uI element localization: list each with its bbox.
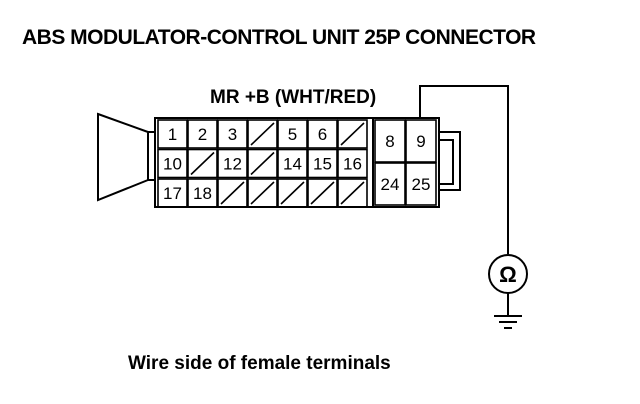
terminal-cell	[187, 178, 218, 208]
unused-terminal-slash	[250, 151, 275, 176]
terminal-cell	[307, 178, 338, 208]
terminal-cell	[157, 178, 188, 208]
terminal-cell	[217, 119, 248, 149]
terminal-cell	[157, 119, 188, 149]
diagram-caption: Wire side of female terminals	[128, 353, 391, 374]
unused-terminal-slash	[310, 181, 335, 205]
connector-housing	[97, 112, 149, 202]
unused-terminal-slash	[220, 181, 245, 205]
terminal-cell	[157, 148, 188, 179]
unused-terminal-slash	[190, 151, 215, 176]
large-terminal-block	[372, 117, 440, 208]
terminal-cell	[187, 148, 218, 179]
wire-label: MR +B (WHT/RED)	[210, 87, 377, 108]
terminal-label: 3	[228, 125, 237, 144]
terminal-cell	[247, 119, 278, 149]
terminal-cell-large	[405, 119, 437, 163]
terminal-label: 15	[313, 155, 332, 174]
terminal-cell	[217, 148, 248, 179]
terminal-cell	[187, 119, 218, 149]
unused-terminal-slash	[250, 181, 275, 205]
terminal-cell	[337, 148, 368, 179]
terminal-cell-large	[374, 162, 406, 206]
terminal-cell	[277, 119, 308, 149]
terminal-cell	[247, 178, 278, 208]
unused-terminal-slash	[340, 122, 365, 146]
unused-terminal-slash	[340, 181, 365, 205]
terminal-cell	[217, 178, 248, 208]
lock-tab	[439, 131, 461, 191]
ohm-symbol: Ω	[499, 262, 517, 287]
terminal-label: 6	[318, 125, 327, 144]
terminal-cell	[277, 148, 308, 179]
terminal-label: 9	[416, 132, 425, 151]
terminal-cell	[247, 148, 278, 179]
terminal-label: 1	[168, 125, 177, 144]
terminal-label: 10	[163, 155, 182, 174]
terminal-label: 24	[381, 175, 400, 194]
unused-terminal-slash	[280, 181, 305, 205]
terminal-cell-large	[374, 119, 406, 163]
terminal-label: 8	[385, 132, 394, 151]
terminal-label: 5	[288, 125, 297, 144]
terminal-cell-large	[405, 162, 437, 206]
terminal-label: 12	[223, 155, 242, 174]
terminal-cell	[337, 178, 368, 208]
ground-icon	[494, 315, 522, 329]
terminal-label: 17	[163, 184, 182, 203]
terminal-label: 18	[193, 184, 212, 203]
terminal-cell	[307, 119, 338, 149]
terminal-label: 14	[283, 155, 302, 174]
terminal-cell	[307, 148, 338, 179]
test-wire	[419, 85, 509, 254]
terminal-label: 2	[198, 125, 207, 144]
diagram-title: ABS MODULATOR-CONTROL UNIT 25P CONNECTOR	[22, 26, 536, 49]
terminal-cell	[337, 119, 368, 149]
terminal-label: 25	[412, 175, 431, 194]
jumper-wire	[439, 139, 454, 185]
terminal-label: 16	[343, 155, 362, 174]
unused-terminal-slash	[250, 122, 275, 146]
terminal-cell	[277, 178, 308, 208]
